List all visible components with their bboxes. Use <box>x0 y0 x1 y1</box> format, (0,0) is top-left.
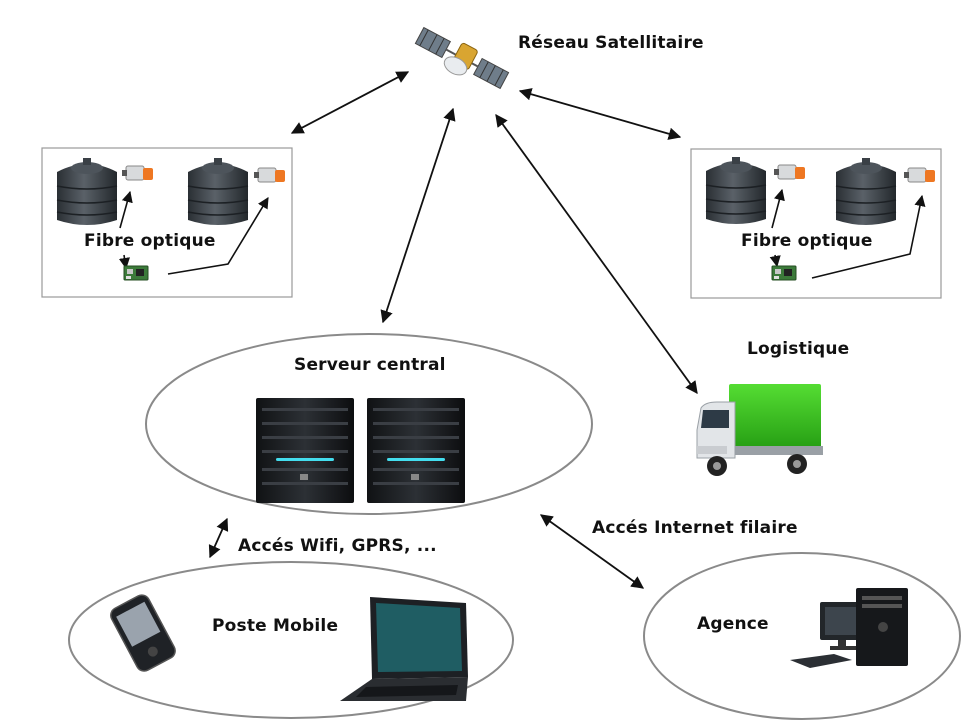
satellite-icon <box>414 26 510 90</box>
arrow-server-mobile <box>208 517 229 559</box>
sensor-icon <box>253 167 286 183</box>
circuit-board-icon <box>771 265 797 281</box>
arrow-satellite-right-site <box>518 88 682 140</box>
fibre-optic-label-right: Fibre optique <box>741 231 873 251</box>
wired-internet-label: Accés Internet filaire <box>592 518 798 538</box>
mobile-station-label: Poste Mobile <box>212 616 339 636</box>
laptop-icon <box>340 597 468 701</box>
desktop-computer-icon <box>790 588 908 668</box>
agency-label: Agence <box>697 614 769 634</box>
arrow-server-agency <box>539 514 645 589</box>
circuit-board-icon <box>123 265 149 281</box>
server-icon <box>256 398 354 503</box>
arrow-satellite-truck <box>495 113 698 395</box>
arrow-satellite-server <box>380 107 456 324</box>
server-icon <box>367 398 465 503</box>
fibre-arrow-right-1 <box>771 188 785 229</box>
fibre-optic-label-left: Fibre optique <box>84 231 216 251</box>
tank-icon <box>56 157 118 226</box>
wireless-access-label: Accés Wifi, GPRS, ... <box>238 536 437 556</box>
fibre-arrow-left-1 <box>119 190 133 229</box>
satellite-network-label: Réseau Satellitaire <box>518 33 704 53</box>
logistics-label: Logistique <box>747 339 850 359</box>
central-server-label: Serveur central <box>294 355 446 375</box>
sensor-icon <box>121 165 154 181</box>
sensor-icon <box>773 164 806 180</box>
fibre-arrow-left-3 <box>167 197 269 275</box>
smartphone-icon <box>110 594 176 672</box>
arrow-satellite-left-site <box>290 71 410 134</box>
tank-icon <box>187 157 249 226</box>
tank-icon <box>705 156 767 225</box>
sensor-icon <box>903 167 936 183</box>
fibre-arrow-right-2 <box>769 254 781 268</box>
fibre-arrow-right-3 <box>811 194 926 279</box>
tank-icon <box>835 157 897 226</box>
agency-zone <box>643 552 961 720</box>
truck-icon <box>696 384 823 476</box>
